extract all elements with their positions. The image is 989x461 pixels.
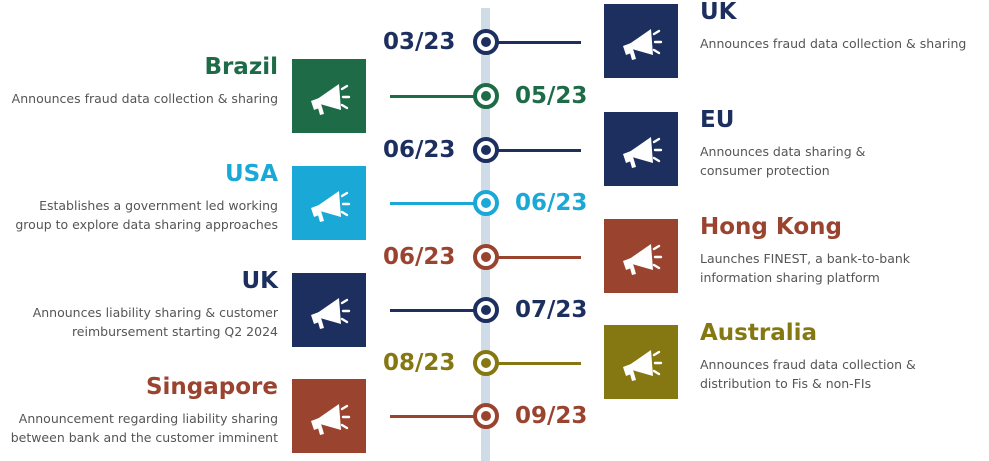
event-description: Announces fraud data collection & sharin… [700,36,967,51]
node-dot [481,305,491,315]
connector-line [486,255,581,259]
event-description: information sharing platform [700,270,880,285]
megaphone-icon [617,125,665,173]
event-date: 09/23 [515,403,588,429]
event-icon-box [292,273,366,347]
event-icon-box [604,325,678,399]
event-country: Australia [700,320,818,346]
connector-line [390,308,486,312]
event-country: USA [224,161,278,187]
connector-line [390,201,486,205]
node-dot [481,252,491,262]
timeline-node [473,190,499,216]
event-icon-box [292,166,366,240]
megaphone-icon [617,232,665,280]
megaphone-icon [305,72,353,120]
event-description: Launches FINEST, a bank-to-bank [700,251,911,266]
event-icon-box [604,219,678,293]
megaphone-icon [617,338,665,386]
timeline-node [473,350,499,376]
megaphone-icon [305,392,353,440]
connector-line [486,40,581,44]
event-icon-box [604,112,678,186]
event-description: Announces fraud data collection & [700,357,916,372]
event-description: group to explore data sharing approaches [15,217,278,232]
event-date: 05/23 [515,83,588,109]
timeline-axis [481,8,490,461]
connector-line [390,94,486,98]
event-country: Singapore [145,374,278,400]
event-country: EU [700,107,735,133]
connector-line [390,414,486,418]
event-description: between bank and the customer imminent [10,430,278,445]
megaphone-icon [305,286,353,334]
event-date: 06/23 [515,190,588,216]
event-date: 06/23 [383,137,456,163]
node-dot [481,145,491,155]
event-date: 06/23 [383,244,456,270]
event-description: Establishes a government led working [39,198,278,213]
event-description: Announces fraud data collection & sharin… [11,91,278,106]
timeline-node [473,297,499,323]
event-country: UK [700,0,737,25]
event-country: Brazil [204,54,278,80]
connector-line [486,148,581,152]
timeline-node [473,244,499,270]
event-description: Announces data sharing & [700,144,866,159]
timeline-node [473,29,499,55]
megaphone-icon [305,179,353,227]
event-description: consumer protection [700,163,830,178]
event-country: UK [241,268,279,294]
node-dot [481,411,491,421]
event-description: reimbursement starting Q2 2024 [71,324,278,339]
event-country: Hong Kong [700,214,842,240]
timeline-node [473,137,499,163]
event-icon-box [604,4,678,78]
event-icon-box [292,59,366,133]
node-dot [481,91,491,101]
connector-line [486,361,581,365]
event-date: 07/23 [515,297,588,323]
node-dot [481,37,491,47]
event-date: 08/23 [383,350,456,376]
timeline-node [473,403,499,429]
megaphone-icon [617,17,665,65]
event-description: Announces liability sharing & customer [32,305,278,320]
timeline-node [473,83,499,109]
event-description: distribution to Fis & non-FIs [700,376,872,391]
event-description: Announcement regarding liability sharing [18,411,278,426]
event-icon-box [292,379,366,453]
node-dot [481,358,491,368]
event-date: 03/23 [383,29,456,55]
node-dot [481,198,491,208]
